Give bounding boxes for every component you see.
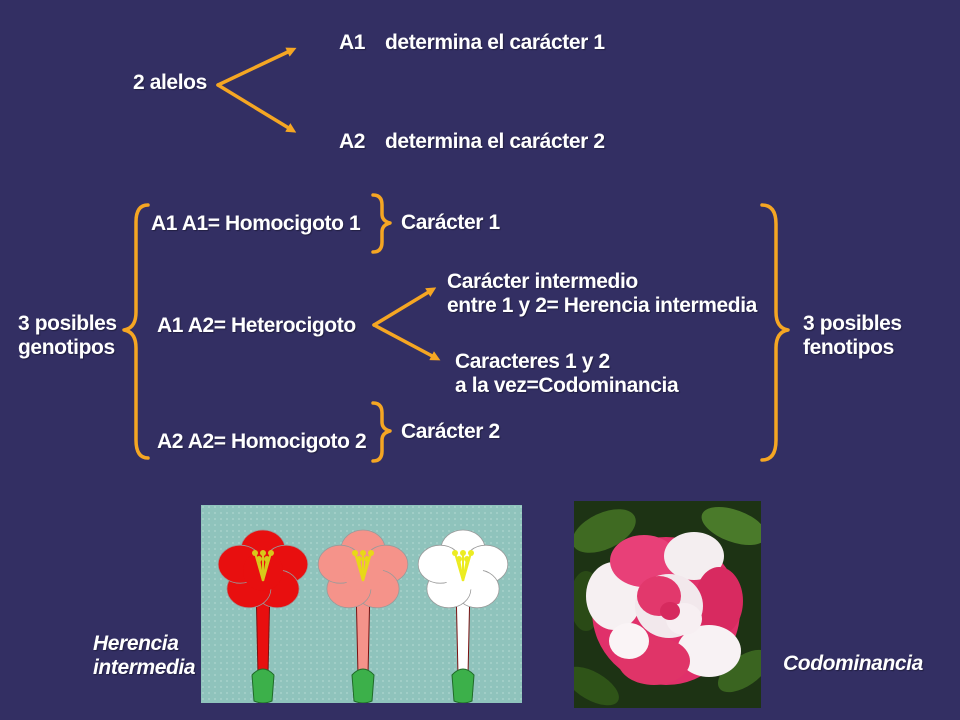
arrow-to-intermediate bbox=[372, 287, 437, 327]
allele-a1-code: A1 bbox=[339, 31, 366, 54]
genotypes-brace bbox=[122, 203, 150, 460]
brace-homo1 bbox=[371, 193, 392, 254]
arrow-to-codominance bbox=[372, 323, 441, 361]
result-codominance: Caracteres 1 y 2 a la vez=Codominancia bbox=[455, 350, 679, 397]
codominance-caption: Codominancia bbox=[783, 652, 923, 675]
brace-homo2 bbox=[371, 401, 392, 463]
phenotypes-label: 3 posibles fenotipos bbox=[803, 312, 902, 359]
arrow-to-a1 bbox=[216, 47, 297, 87]
codominance-flower-photo bbox=[574, 501, 761, 708]
result-char2: Carácter 2 bbox=[401, 420, 500, 443]
allele-a2-code: A2 bbox=[339, 130, 366, 153]
arrow-to-a2 bbox=[216, 83, 297, 133]
intermediate-caption: Herencia intermedia bbox=[93, 632, 196, 679]
genotype-hetero: A1 A2= Heterocigoto bbox=[157, 314, 356, 337]
flower-pink bbox=[317, 529, 409, 703]
phenotypes-brace bbox=[760, 203, 790, 462]
allele-a1-desc: determina el carácter 1 bbox=[385, 31, 605, 54]
camellia-illustration bbox=[574, 501, 761, 708]
genotype-homo2: A2 A2= Homocigoto 2 bbox=[157, 430, 367, 453]
alleles-label: 2 alelos bbox=[133, 71, 207, 94]
genotype-homo1: A1 A1= Homocigoto 1 bbox=[151, 212, 361, 235]
intermediate-inheritance-image bbox=[201, 505, 522, 703]
result-intermediate: Carácter intermedio entre 1 y 2= Herenci… bbox=[447, 270, 757, 317]
flowers-illustration bbox=[201, 505, 522, 703]
flower-white bbox=[417, 529, 509, 703]
flower-red bbox=[217, 529, 309, 703]
genotypes-label: 3 posibles genotipos bbox=[18, 312, 117, 359]
result-char1: Carácter 1 bbox=[401, 211, 500, 234]
allele-a2-desc: determina el carácter 2 bbox=[385, 130, 605, 153]
